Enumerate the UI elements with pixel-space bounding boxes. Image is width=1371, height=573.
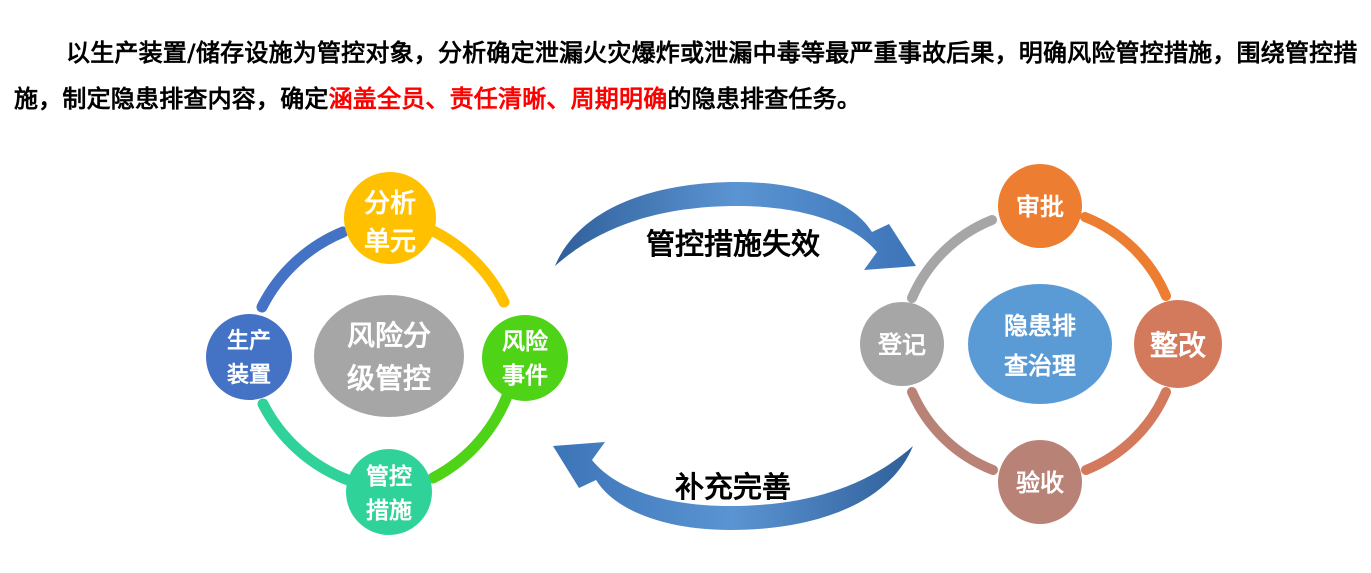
left-ring-arc-bottom-right (427, 382, 516, 484)
arrow-bottom (553, 442, 913, 530)
node-production-unit: 生产 装置 (206, 314, 292, 400)
arrow-bottom-shape (553, 442, 913, 530)
node-analysis-unit-line1: 分析 (364, 189, 416, 219)
node-risk-event-line1: 风险 (502, 328, 549, 355)
right-ring-arc-top-right (1080, 212, 1171, 301)
left-cycle-ring (256, 223, 516, 486)
node-rectification-label: 整改 (1150, 329, 1206, 362)
intro-text-part1: 以生产装置/储存设施为管控对象，分析确定泄漏火灾爆炸或泄漏中毒等最严重事故后果，… (14, 39, 1358, 113)
arrow-top-shape (555, 182, 916, 270)
left-center-line1: 风险分 (347, 319, 431, 352)
right-center-line1: 隐患排 (1004, 312, 1076, 340)
node-acceptance: 验收 (998, 440, 1082, 524)
node-registration-label: 登记 (877, 331, 926, 359)
node-approval: 审批 (998, 164, 1082, 248)
arrow-top-label: 管控措施失效 (646, 227, 820, 261)
node-approval-label: 审批 (1016, 193, 1064, 221)
node-rectification: 整改 (1134, 300, 1222, 388)
node-acceptance-label: 验收 (1016, 469, 1064, 497)
right-ring-arc-top-left (907, 215, 997, 303)
node-analysis-unit-line2: 单元 (364, 227, 416, 257)
node-control-measure-line2: 措施 (366, 497, 412, 524)
node-risk-event: 风险 事件 (482, 315, 568, 401)
right-center-node: 隐患排 查治理 (968, 284, 1112, 404)
node-production-unit-line1: 生产 (227, 329, 271, 354)
right-center-line2: 查治理 (1004, 352, 1076, 380)
node-production-unit-line2: 装置 (227, 363, 271, 388)
node-risk-event-line2: 事件 (502, 363, 548, 389)
left-ring-arc-top-left (256, 226, 349, 313)
intro-highlight: 涵盖全员、责任清晰、周期明确 (328, 85, 668, 113)
intro-paragraph: 以生产装置/储存设施为管控对象，分析确定泄漏火灾爆炸或泄漏中毒等最严重事故后果，… (14, 30, 1359, 122)
right-ring-arc-bottom-left (907, 387, 998, 475)
right-ring-arc-bottom-right (1081, 387, 1171, 475)
arrow-top (555, 182, 916, 270)
left-ring-arc-bottom-left (257, 398, 354, 486)
left-ring-arc-top-right (423, 223, 510, 308)
right-cycle-ring (907, 212, 1171, 475)
node-registration: 登记 (860, 302, 944, 386)
node-control-measure: 管控 措施 (346, 449, 432, 535)
intro-text-part2: 的隐患排查任务。 (667, 85, 862, 113)
arrow-bottom-label: 补充完善 (675, 470, 791, 504)
left-center-line2: 级管控 (347, 362, 431, 395)
node-analysis-unit: 分析 单元 (344, 172, 436, 264)
left-center-node: 风险分 级管控 (314, 295, 464, 417)
node-control-measure-line1: 管控 (366, 463, 412, 490)
